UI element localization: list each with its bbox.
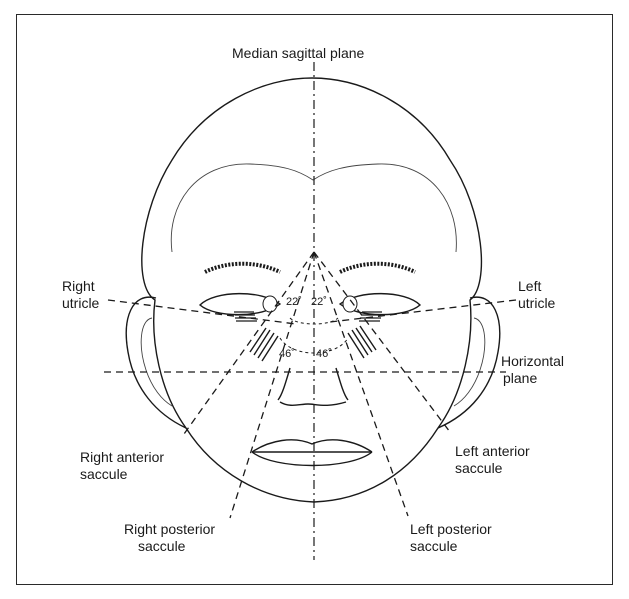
left-ear xyxy=(438,297,500,428)
angle-saccule-right: 46˚ xyxy=(316,348,332,360)
label-right-anterior-saccule: Right anterior saccule xyxy=(80,449,168,482)
label-left-anterior-saccule: Left anterior saccule xyxy=(455,443,534,476)
right-ear xyxy=(126,297,186,428)
label-left-posterior-saccule: Left posterior saccule xyxy=(410,521,496,554)
label-median-sagittal-plane: Median sagittal plane xyxy=(232,45,365,61)
mouth-lower-lip xyxy=(252,452,372,466)
left-posterior-saccule-line xyxy=(314,252,408,516)
right-eyebrow xyxy=(205,264,280,272)
right-posterior-saccule-line xyxy=(230,252,314,518)
angle-utricle-right: 22˚ xyxy=(311,296,327,308)
label-right-posterior-saccule: Right posterior saccule xyxy=(124,521,219,554)
mouth-upper-lip xyxy=(252,440,372,452)
left-ear-inner xyxy=(454,318,485,406)
left-pupil xyxy=(343,296,357,312)
right-anterior-saccule-line xyxy=(184,252,314,434)
label-left-utricle: Left utricle xyxy=(518,278,556,311)
angle-utricle-left: 22˚ xyxy=(286,296,302,308)
head-outline xyxy=(142,78,482,502)
right-pupil xyxy=(263,296,277,312)
right-saccule-hair-cells xyxy=(250,328,278,361)
left-eyebrow xyxy=(340,264,415,272)
left-saccule-hair-cells xyxy=(348,326,376,358)
nose xyxy=(278,368,348,405)
angle-saccule-left: 46˚ xyxy=(279,348,295,360)
label-horizontal-plane: Horizontal plane xyxy=(501,353,568,386)
label-right-utricle: Right utricle xyxy=(62,278,100,311)
